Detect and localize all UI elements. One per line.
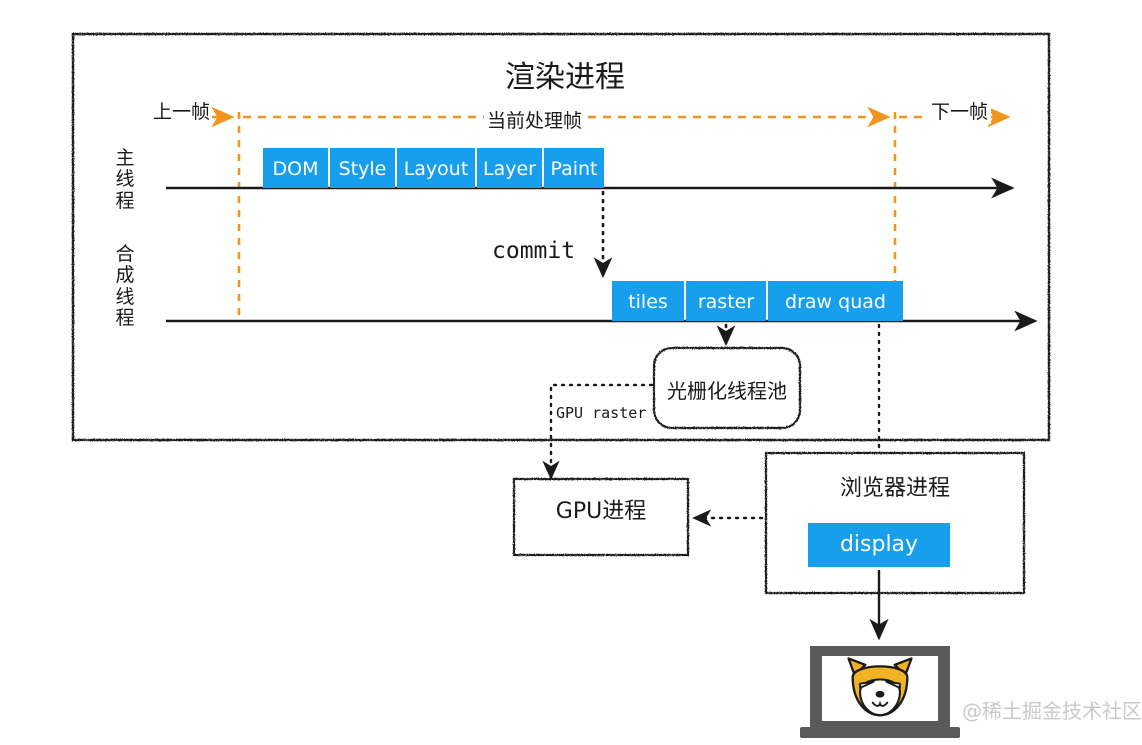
- renderer-process-box: [71, 32, 1051, 442]
- gpu-raster-path: [542, 383, 654, 480]
- stage-block-drawquad: [768, 281, 903, 321]
- rasterization-thread-pool-box: [652, 346, 802, 430]
- stage-block-raster: [686, 281, 766, 321]
- gpu-process-box: [512, 477, 690, 557]
- stage-block-dom: [263, 148, 328, 188]
- laptop-icon: [800, 646, 960, 738]
- main-thread-stage-blocks: [263, 148, 604, 188]
- stage-block-style: [330, 148, 395, 188]
- stage-block-layout: [397, 148, 475, 188]
- stage-block-layer: [477, 148, 542, 188]
- compositor-stage-blocks: [612, 281, 903, 321]
- stage-block-tiles: [612, 281, 684, 321]
- stage-block-paint: [544, 148, 604, 188]
- display-block: [808, 523, 950, 567]
- doge-face-icon: [847, 657, 913, 717]
